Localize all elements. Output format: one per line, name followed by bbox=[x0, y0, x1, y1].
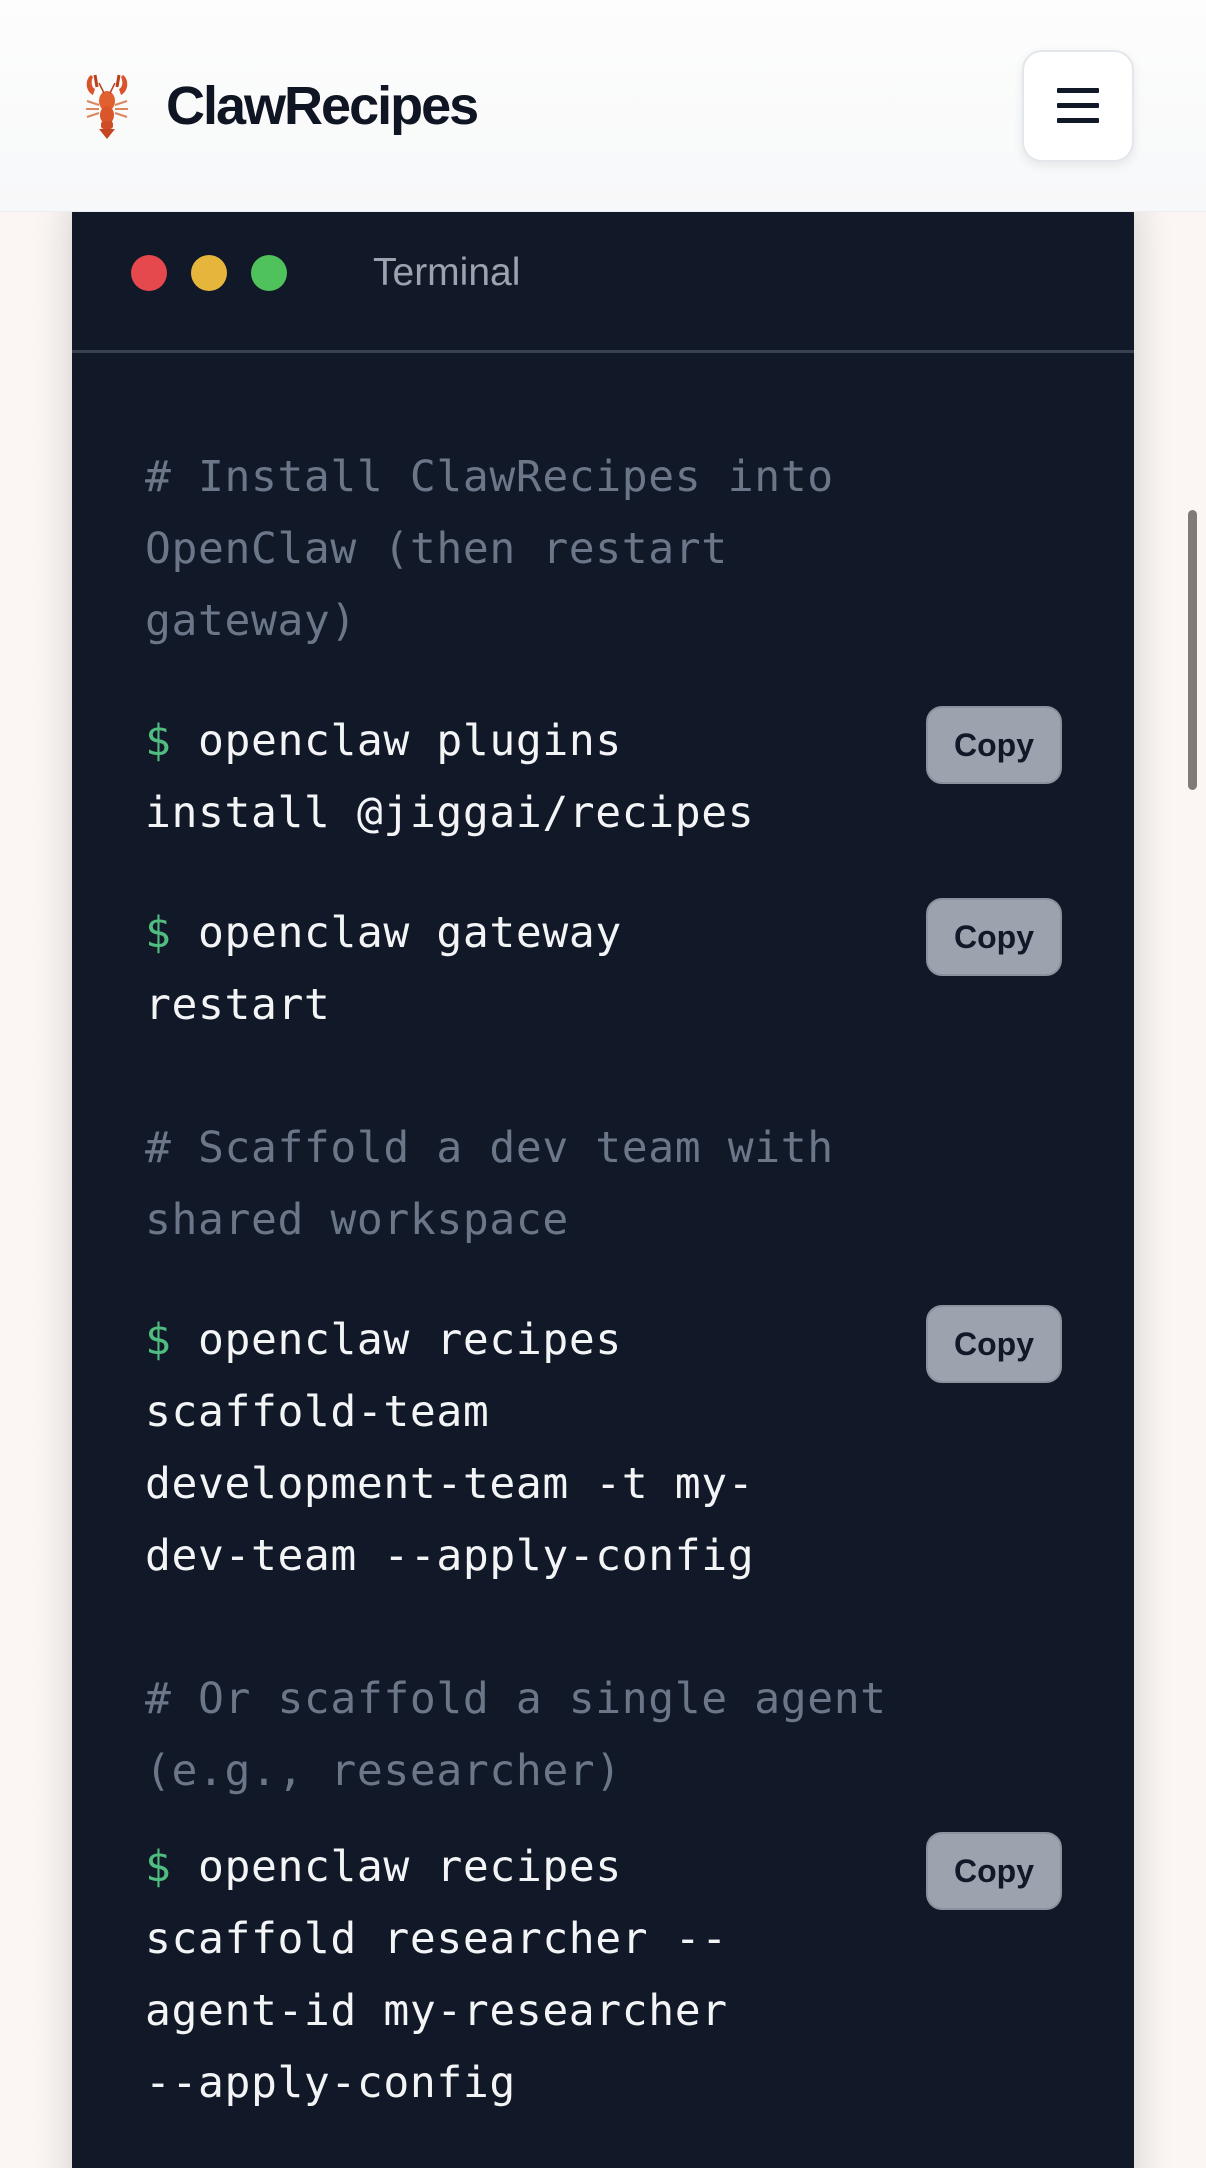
brand-home-link[interactable]: ClawRecipes bbox=[76, 71, 479, 141]
comment-scaffold-agent: # Or scaffold a single agent (e.g., rese… bbox=[145, 1674, 887, 1796]
command-text: $ openclaw recipes scaffold-team develop… bbox=[145, 1315, 755, 1581]
terminal-title: Terminal bbox=[373, 251, 521, 294]
command-row: $ openclaw gateway restart Copy bbox=[145, 897, 1062, 1041]
copy-button[interactable]: Copy bbox=[926, 898, 1062, 976]
command-text: $ openclaw plugins install @jiggai/recip… bbox=[145, 716, 755, 838]
lobster-icon bbox=[76, 71, 138, 141]
comment-install: # Install ClawRecipes into OpenClaw (the… bbox=[145, 452, 834, 646]
prompt-symbol: $ bbox=[145, 1842, 172, 1892]
command-text: $ openclaw recipes scaffold researcher -… bbox=[145, 1842, 728, 2108]
maximize-dot-icon bbox=[251, 255, 287, 291]
command-row: $ openclaw recipes scaffold-team develop… bbox=[145, 1304, 1062, 1592]
brand-name: ClawRecipes bbox=[166, 75, 479, 136]
minimize-dot-icon bbox=[191, 255, 227, 291]
prompt-symbol: $ bbox=[145, 1315, 172, 1365]
command-text: $ openclaw gateway restart bbox=[145, 908, 622, 1030]
terminal-body: # Install ClawRecipes into OpenClaw (the… bbox=[72, 353, 1134, 2119]
copy-button[interactable]: Copy bbox=[926, 706, 1062, 784]
page-scrollbar-thumb[interactable] bbox=[1188, 510, 1197, 790]
menu-button[interactable] bbox=[1022, 49, 1134, 162]
hamburger-menu-icon bbox=[1057, 88, 1099, 123]
window-controls bbox=[131, 255, 287, 291]
site-header: ClawRecipes bbox=[0, 0, 1206, 212]
copy-button[interactable]: Copy bbox=[926, 1305, 1062, 1383]
copy-button[interactable]: Copy bbox=[926, 1832, 1062, 1910]
prompt-symbol: $ bbox=[145, 716, 172, 766]
comment-scaffold-team: # Scaffold a dev team with shared worksp… bbox=[145, 1123, 834, 1245]
close-dot-icon bbox=[131, 255, 167, 291]
terminal-window: Terminal # Install ClawRecipes into Open… bbox=[72, 176, 1134, 2168]
command-row: $ openclaw recipes scaffold researcher -… bbox=[145, 1831, 1062, 2119]
prompt-symbol: $ bbox=[145, 908, 172, 958]
command-row: $ openclaw plugins install @jiggai/recip… bbox=[145, 705, 1062, 849]
terminal-titlebar: Terminal bbox=[72, 176, 1134, 353]
